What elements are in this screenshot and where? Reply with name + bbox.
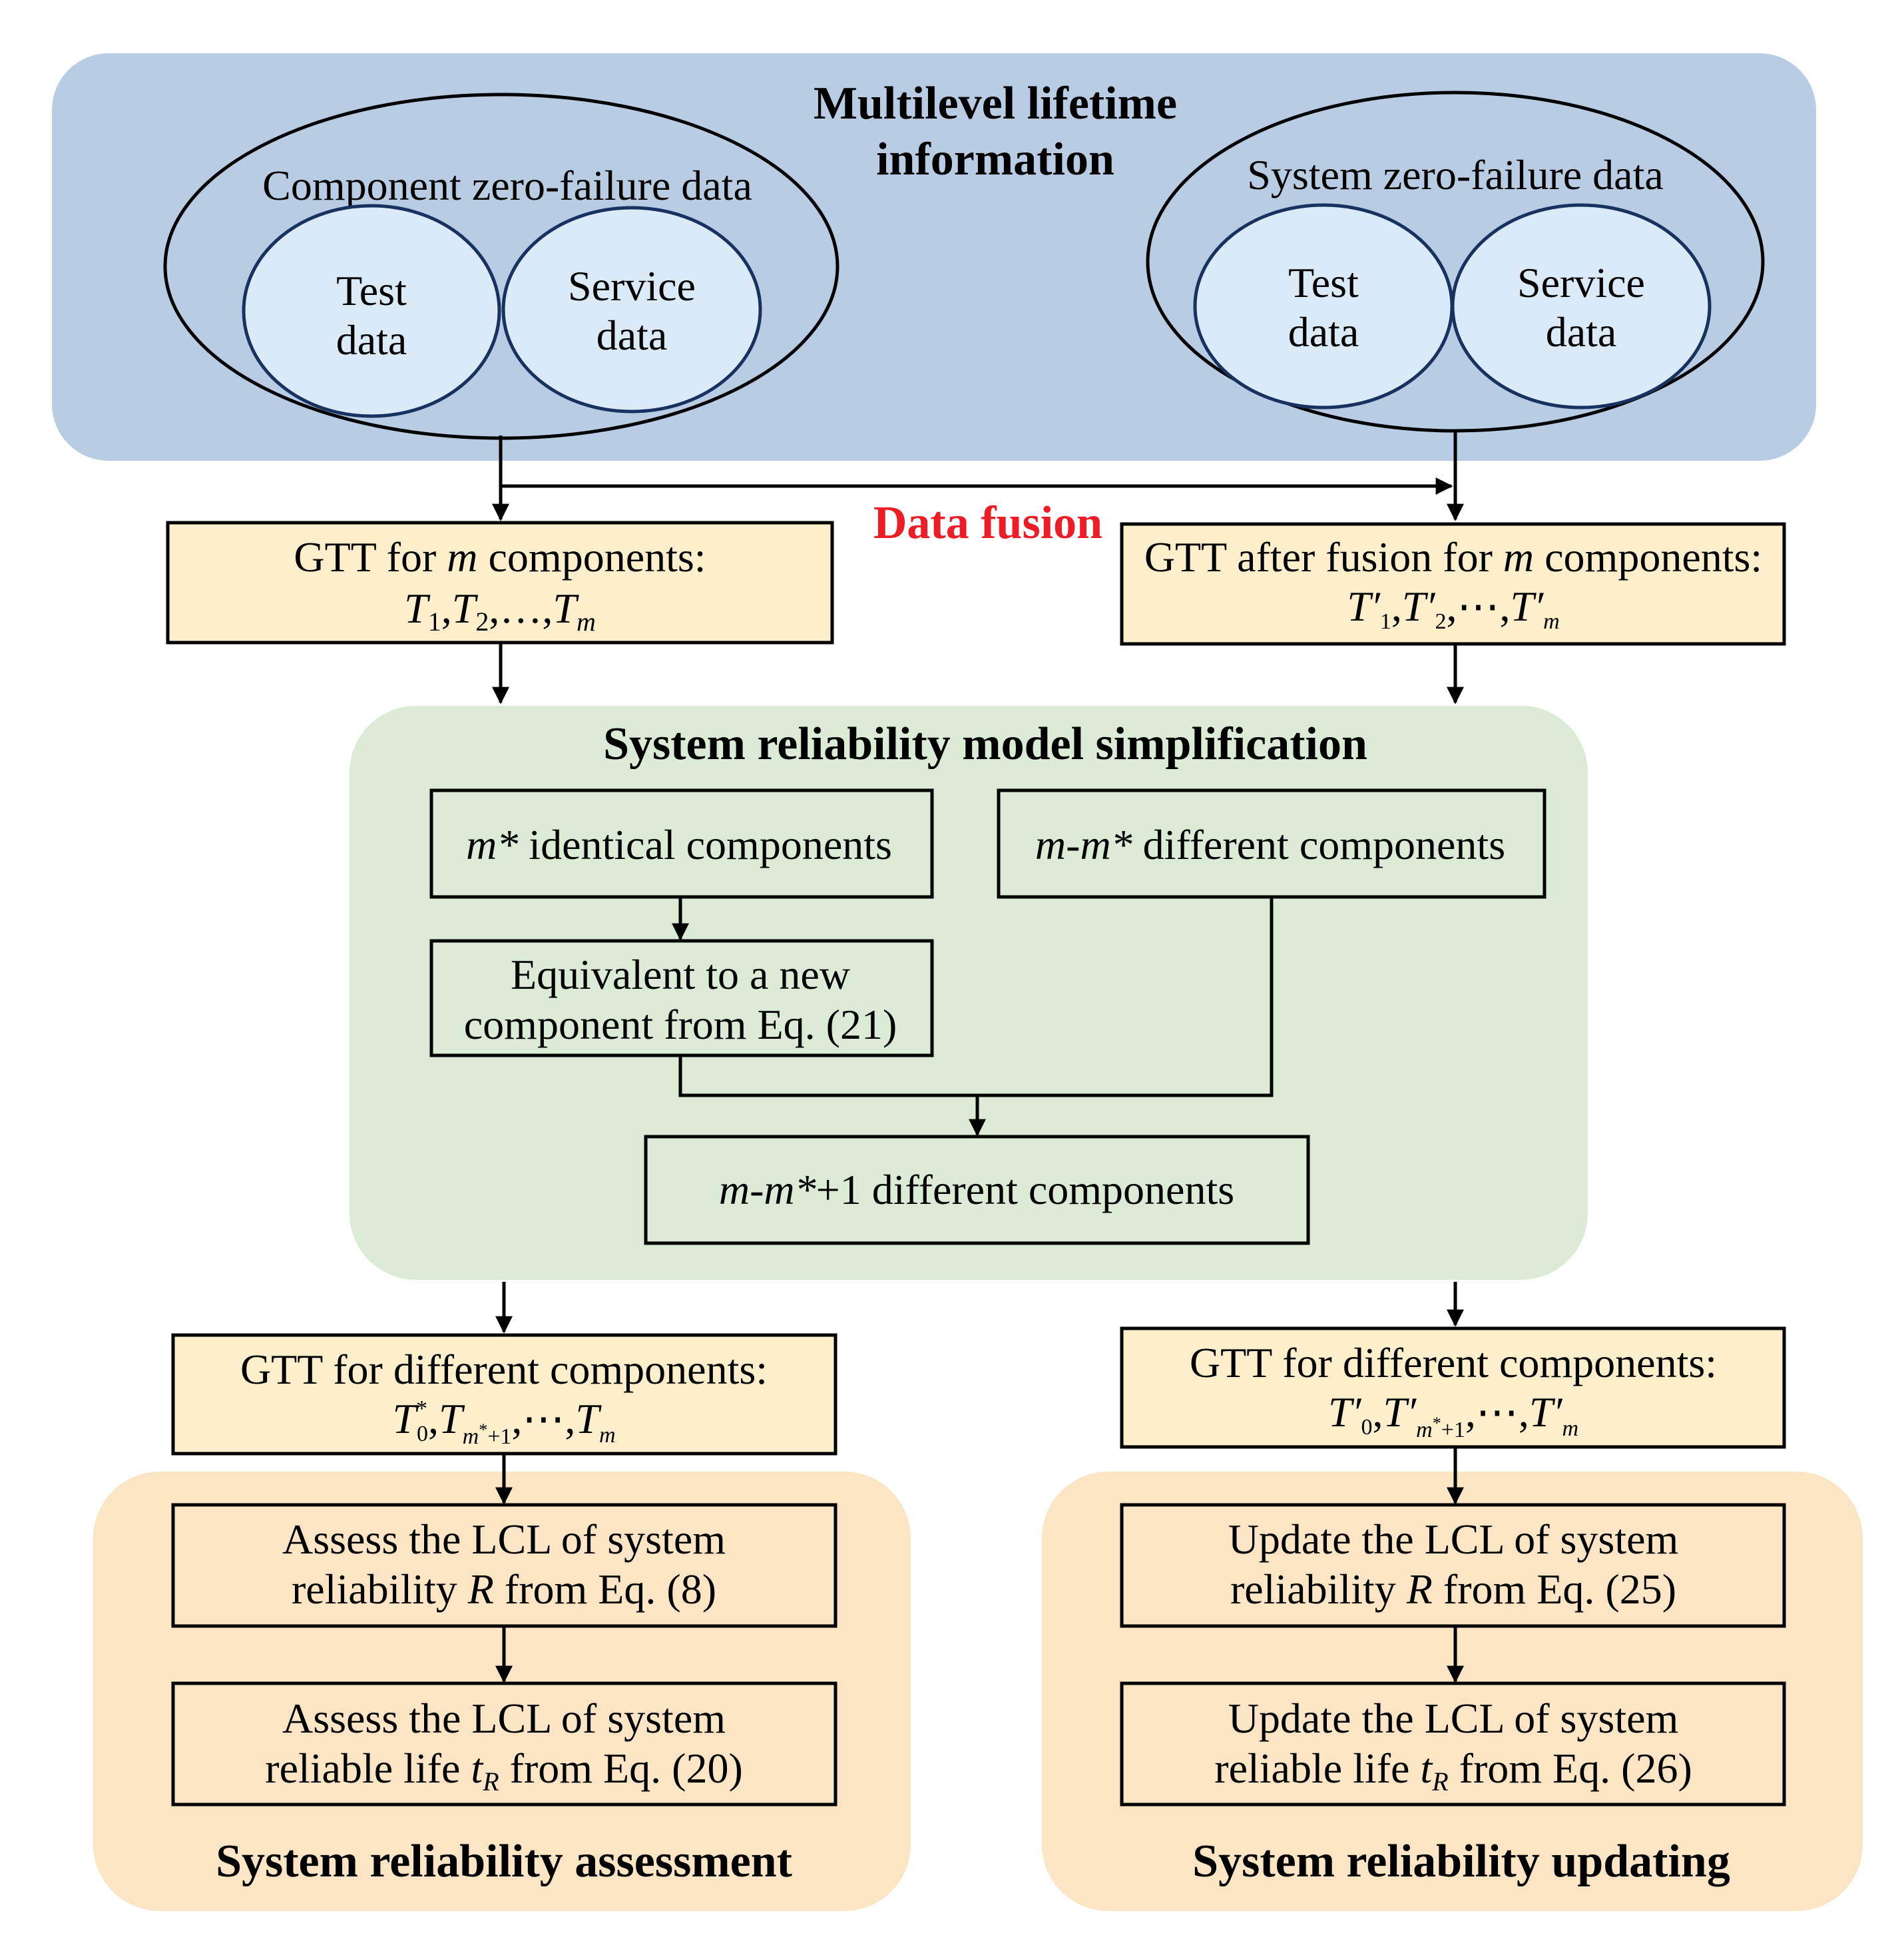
gtt-different-right-line1: GTT for different components: <box>1190 1339 1717 1386</box>
assessment-column: Assess the LCL of system reliability R f… <box>171 1503 837 1887</box>
assess-reliable-life-line1: Assess the LCL of system <box>282 1695 726 1742</box>
system-test-data-bubble <box>1193 203 1454 410</box>
equivalent-component-line2: component from Eq. (21) <box>464 1001 897 1048</box>
gtt-different-left-line2: T*0,Tm*+1,⋯,Tm <box>392 1395 615 1449</box>
updating-title: System reliability updating <box>1192 1836 1730 1887</box>
assessment-panel-background <box>93 1472 911 1911</box>
top-title-line2: information <box>876 134 1114 185</box>
middle-title: System reliability model simplification <box>603 718 1367 770</box>
gtt-components-box: GTT for m components: T1,T2,…,Tm <box>166 521 834 645</box>
system-data-outline <box>1146 91 1765 433</box>
updating-panel-background <box>1042 1472 1863 1911</box>
middle-panel: System reliability model simplification … <box>350 706 1588 1280</box>
system-test-data-line2: data <box>1288 308 1359 356</box>
gtt-components-line2: T1,T2,…,Tm <box>404 585 596 637</box>
system-service-data-line1: Service <box>1517 259 1645 306</box>
merged-components-box <box>644 1135 1310 1245</box>
assess-reliability-line1: Assess the LCL of system <box>282 1516 726 1563</box>
equivalent-component-line1: Equivalent to a new <box>511 951 850 998</box>
middle-to-gtt-connectors <box>495 1282 1464 1334</box>
system-data-label: System zero-failure data <box>1247 151 1664 198</box>
gtt-different-right-bg <box>1120 1326 1786 1449</box>
system-service-data-bubble <box>1451 203 1712 410</box>
system-zero-failure-data: System zero-failure data Test data Servi… <box>1146 91 1765 433</box>
gtt-different-left-box: GTT for different components: T*0,Tm*+1,… <box>171 1333 837 1456</box>
gtt-different-left-line1: GTT for different components: <box>240 1346 768 1393</box>
update-reliability-line1: Update the LCL of system <box>1228 1516 1679 1563</box>
system-service-data-line2: data <box>1546 308 1617 356</box>
update-reliability-line2: reliability R from Eq. (25) <box>1230 1565 1676 1613</box>
gtt-fusion-line1: GTT after fusion for m components: <box>1144 533 1762 581</box>
top-connectors <box>492 431 1464 521</box>
gtt-components-line1: GTT for m components: <box>294 533 706 581</box>
top-panel: Multilevel lifetime information Componen… <box>52 53 1816 461</box>
gtt-fusion-box: GTT after fusion for m components: T′1,T… <box>1120 522 1786 646</box>
component-service-data-line1: Service <box>568 262 696 310</box>
identical-components-text: m* identical components <box>466 821 892 868</box>
update-reliable-life-box <box>1120 1681 1786 1807</box>
gtt-fusion-line2: T′1,T′2,⋯,T′m <box>1347 583 1559 634</box>
bottom-connectors <box>495 1447 1464 1683</box>
update-reliability-box <box>1120 1503 1786 1628</box>
gtt-to-middle-connectors <box>492 643 1464 704</box>
assess-reliability-line2: reliability R from Eq. (8) <box>292 1565 716 1613</box>
gtt-different-left-bg <box>171 1333 837 1456</box>
gtt-different-right-line2: T′0,T′m*+1,⋯,T′m <box>1328 1388 1578 1442</box>
middle-connectors <box>672 897 1274 1137</box>
top-title-line1: Multilevel lifetime <box>814 78 1177 129</box>
data-fusion-label: Data fusion <box>873 497 1102 549</box>
component-zero-failure-data: Component zero-failure data Test data Se… <box>163 93 839 440</box>
assess-reliable-life-line2: reliable life tR from Eq. (20) <box>265 1745 743 1797</box>
different-components-text: m-m* different components <box>1035 821 1505 868</box>
component-test-data-bubble <box>242 204 501 418</box>
updating-column: Update the LCL of system reliability R f… <box>1120 1503 1786 1887</box>
merged-components-text: m-m*+1 different components <box>719 1166 1234 1213</box>
update-reliable-life-line1: Update the LCL of system <box>1228 1695 1679 1742</box>
gtt-components-box-bg <box>166 521 834 645</box>
update-reliable-life-line2: reliable life tR from Eq. (26) <box>1214 1745 1692 1797</box>
component-service-data-line2: data <box>596 312 668 359</box>
assess-reliable-life-box <box>171 1681 837 1807</box>
component-test-data-line2: data <box>336 316 407 364</box>
system-test-data-line1: Test <box>1288 259 1359 306</box>
gtt-fusion-box-bg <box>1120 522 1786 646</box>
component-data-label: Component zero-failure data <box>262 162 752 209</box>
gtt-different-right-box: GTT for different components: T′0,T′m*+1… <box>1120 1326 1786 1449</box>
component-service-data-bubble <box>501 206 762 414</box>
assessment-title: System reliability assessment <box>216 1836 792 1887</box>
component-test-data-line1: Test <box>336 267 407 314</box>
